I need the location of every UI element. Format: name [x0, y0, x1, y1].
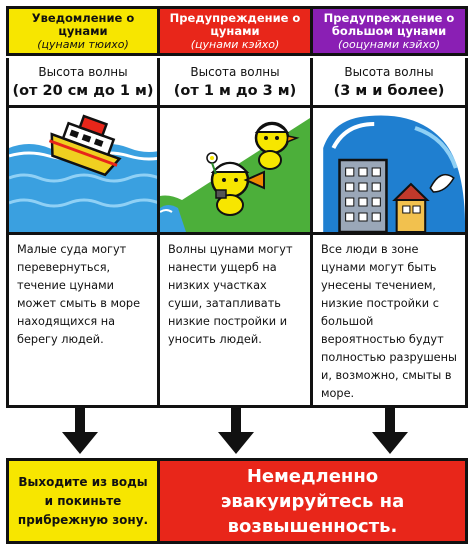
arrow-down-icon [58, 408, 102, 456]
header-title: Уведомление о цунами [31, 10, 135, 38]
action-text: Немедленно эвакуируйтесь на возвышенност… [220, 465, 405, 537]
wave-height-label: Высота волны [38, 64, 128, 79]
description-advisory: Малые суда могут перевернуться, течение … [6, 232, 160, 408]
wave-height-value: (от 20 см до 1 м) [12, 82, 154, 99]
wave-height-warning: Высота волны (от 1 м до 3 м) [160, 58, 313, 108]
arrow-down-icon [214, 408, 258, 456]
description-major: Все люди в зоне цунами могут быть унесен… [313, 232, 468, 408]
wave-height-value: (3 м и более) [333, 82, 445, 99]
evacuating-birds-illustration [160, 108, 313, 232]
arrow-down-icon [368, 408, 412, 456]
description-warning: Волны цунами могут нанести ущерб на низк… [160, 232, 313, 408]
header-subtitle: (ооцунами кэйхо) [338, 37, 440, 51]
wave-height-label: Высота волны [190, 64, 280, 79]
header-advisory: Уведомление о цунами (цунами тюихо) [6, 6, 160, 56]
header-title: Предупреждение о большом цунами [323, 10, 455, 38]
header-subtitle: (цунами тюихо) [37, 37, 129, 51]
action-text: Выходите из воды и покиньте прибрежную з… [17, 474, 149, 527]
boat-illustration [6, 108, 160, 232]
action-evacuate-high-ground: Немедленно эвакуируйтесь на возвышенност… [160, 458, 468, 544]
header-title: Предупреждение о цунами [169, 10, 301, 38]
wave-height-advisory: Высота волны (от 20 см до 1 м) [6, 58, 160, 108]
wave-height-label: Высота волны [344, 64, 434, 79]
header-major-warning: Предупреждение о большом цунами (ооцунам… [313, 6, 468, 56]
action-leave-coast: Выходите из воды и покиньте прибрежную з… [6, 458, 160, 544]
giant-wave-illustration [313, 108, 468, 232]
header-warning: Предупреждение о цунами (цунами кэйхо) [160, 6, 313, 56]
wave-height-major: Высота волны (3 м и более) [313, 58, 468, 108]
header-subtitle: (цунами кэйхо) [190, 37, 280, 51]
wave-height-value: (от 1 м до 3 м) [173, 82, 297, 99]
